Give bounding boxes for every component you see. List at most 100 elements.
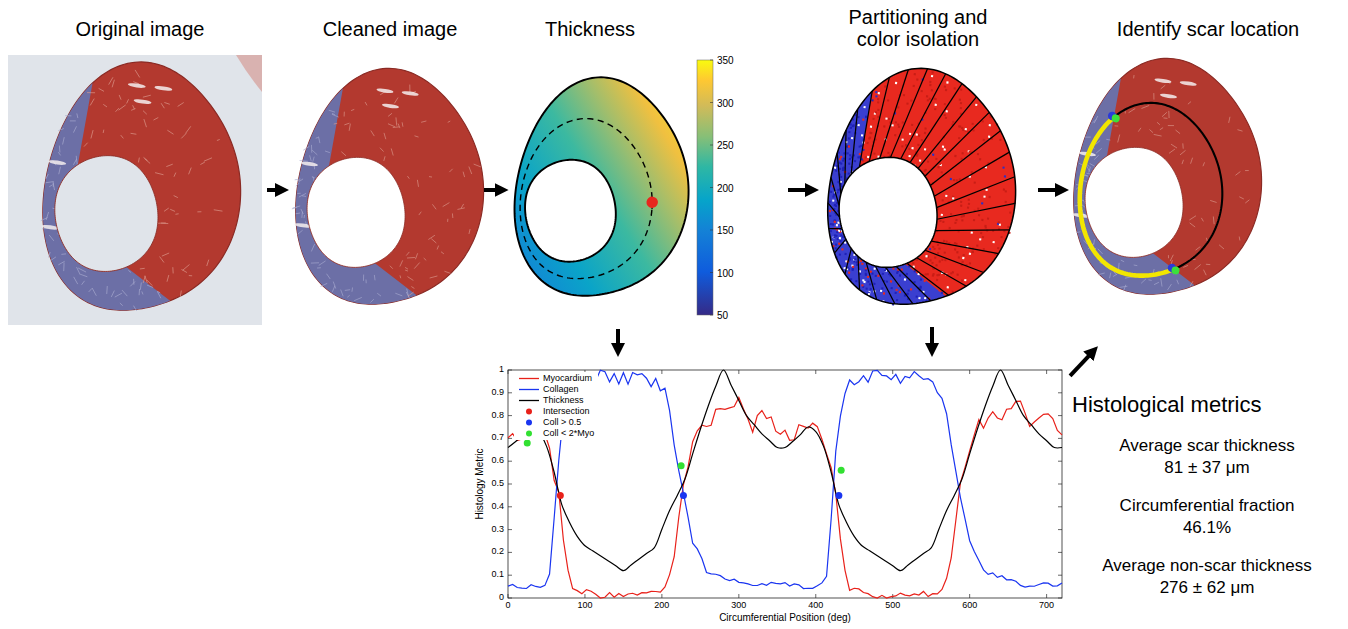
tissue-fiber xyxy=(347,295,349,298)
colorbar-tick-mark xyxy=(710,60,713,61)
scar-location-section xyxy=(1061,48,1278,309)
x-tick-label: 200 xyxy=(654,601,669,611)
legend-sample xyxy=(518,385,540,394)
tissue-fiber xyxy=(345,289,350,291)
pixel-speckle xyxy=(839,240,841,242)
colorbar-label: 100 xyxy=(717,267,734,278)
tissue-fiber xyxy=(390,266,394,269)
pixel-speckle xyxy=(954,222,956,224)
pixel-speckle xyxy=(832,223,834,225)
pixel-speckle xyxy=(848,272,850,274)
colorbar-scale xyxy=(697,60,713,315)
colorbar-tick-mark xyxy=(710,272,713,273)
pixel-speckle xyxy=(885,117,887,119)
tissue-fiber xyxy=(1113,274,1117,277)
partition-spoke xyxy=(845,248,851,274)
tissue-fiber xyxy=(180,291,181,297)
myocardium-pixels xyxy=(815,58,1032,319)
tissue-fiber xyxy=(1182,160,1183,165)
pixel-speckle xyxy=(854,160,856,162)
panel-heading: Cleaned image xyxy=(297,18,483,40)
tissue-fiber xyxy=(344,122,349,125)
pixel-speckle xyxy=(897,106,899,108)
tissue-fiber xyxy=(1133,75,1135,78)
tissue-fiber xyxy=(384,156,385,161)
tissue-fiber xyxy=(178,102,184,107)
pixel-speckle xyxy=(1002,166,1004,168)
tissue-fiber xyxy=(313,157,314,162)
tissue-fiber xyxy=(200,162,204,166)
tissue-fiber xyxy=(1210,200,1217,202)
tissue-fiber xyxy=(311,262,319,265)
panel-heading: Thickness xyxy=(490,18,690,40)
tissue-fiber xyxy=(167,275,169,282)
pixel-speckle xyxy=(975,104,977,106)
tissue-fiber xyxy=(329,110,336,112)
x-tick-mark xyxy=(1046,594,1047,598)
pixel-speckle xyxy=(929,248,931,250)
pixel-speckle xyxy=(875,111,877,113)
tissue-fiber xyxy=(73,277,79,284)
pixel-speckle xyxy=(998,221,1000,223)
pixel-speckle xyxy=(968,203,970,205)
tissue-fiber xyxy=(89,288,92,292)
legend-entry: Intersection xyxy=(518,406,594,417)
tissue-fiber xyxy=(128,270,131,272)
y-tick-mark xyxy=(508,370,512,371)
pixel-speckle xyxy=(968,199,970,201)
pixel-speckle xyxy=(895,82,897,84)
tissue-gap xyxy=(382,103,399,109)
x-tick-mark xyxy=(661,594,662,598)
tissue-fiber xyxy=(1161,85,1166,90)
pixel-speckle xyxy=(920,278,922,280)
x-tick-mark xyxy=(661,370,662,374)
pixel-speckle xyxy=(873,268,875,270)
legend-text: Intersection xyxy=(543,406,590,417)
tissue-fiber xyxy=(1141,278,1146,284)
x-tick-mark xyxy=(584,594,585,598)
legend-sample xyxy=(518,418,540,427)
tissue-fiber xyxy=(423,258,426,260)
lv-cavity xyxy=(47,149,167,278)
tissue-fiber xyxy=(388,113,392,117)
pixel-speckle xyxy=(830,223,832,225)
tissue-fiber xyxy=(1229,117,1230,123)
tissue-fiber xyxy=(49,235,55,241)
pixel-speckle xyxy=(978,214,980,216)
tissue-fiber xyxy=(73,126,76,133)
tissue-fiber xyxy=(138,158,140,163)
tissue-fiber xyxy=(49,184,52,187)
tissue-fiber xyxy=(326,274,331,279)
tissue-gap xyxy=(376,88,393,94)
pixel-speckle xyxy=(931,89,933,91)
tissue-fiber xyxy=(415,253,417,259)
pixel-speckle xyxy=(929,259,931,261)
tissue-fiber xyxy=(407,176,410,179)
pixel-speckle xyxy=(952,121,954,123)
tissue-fiber xyxy=(444,271,450,273)
pixel-speckle xyxy=(894,134,896,136)
pixel-speckle xyxy=(944,103,946,105)
tissue-fiber xyxy=(1110,272,1111,278)
pixel-speckle xyxy=(956,179,958,181)
pixel-speckle xyxy=(976,244,978,246)
pixel-speckle xyxy=(931,75,933,77)
pixel-speckle xyxy=(944,251,946,253)
tissue-fiber xyxy=(59,167,61,175)
pixel-speckle xyxy=(870,126,872,128)
tissue-fiber xyxy=(41,217,48,222)
tissue-fiber xyxy=(452,213,454,218)
pixel-speckle xyxy=(944,85,946,87)
tissue-fiber xyxy=(70,120,76,122)
tissue-fiber xyxy=(1188,101,1191,104)
x-tick-mark xyxy=(508,594,509,598)
tissue-fiber xyxy=(317,267,321,268)
tissue-fiber xyxy=(296,183,300,187)
panel-heading: Original image xyxy=(20,18,260,40)
pixel-speckle xyxy=(942,146,944,148)
tissue-fiber xyxy=(119,104,126,111)
pixel-speckle xyxy=(865,288,867,290)
pixel-speckle xyxy=(877,109,879,111)
legend-sample xyxy=(518,407,540,416)
legend-dot-sample xyxy=(526,431,532,437)
